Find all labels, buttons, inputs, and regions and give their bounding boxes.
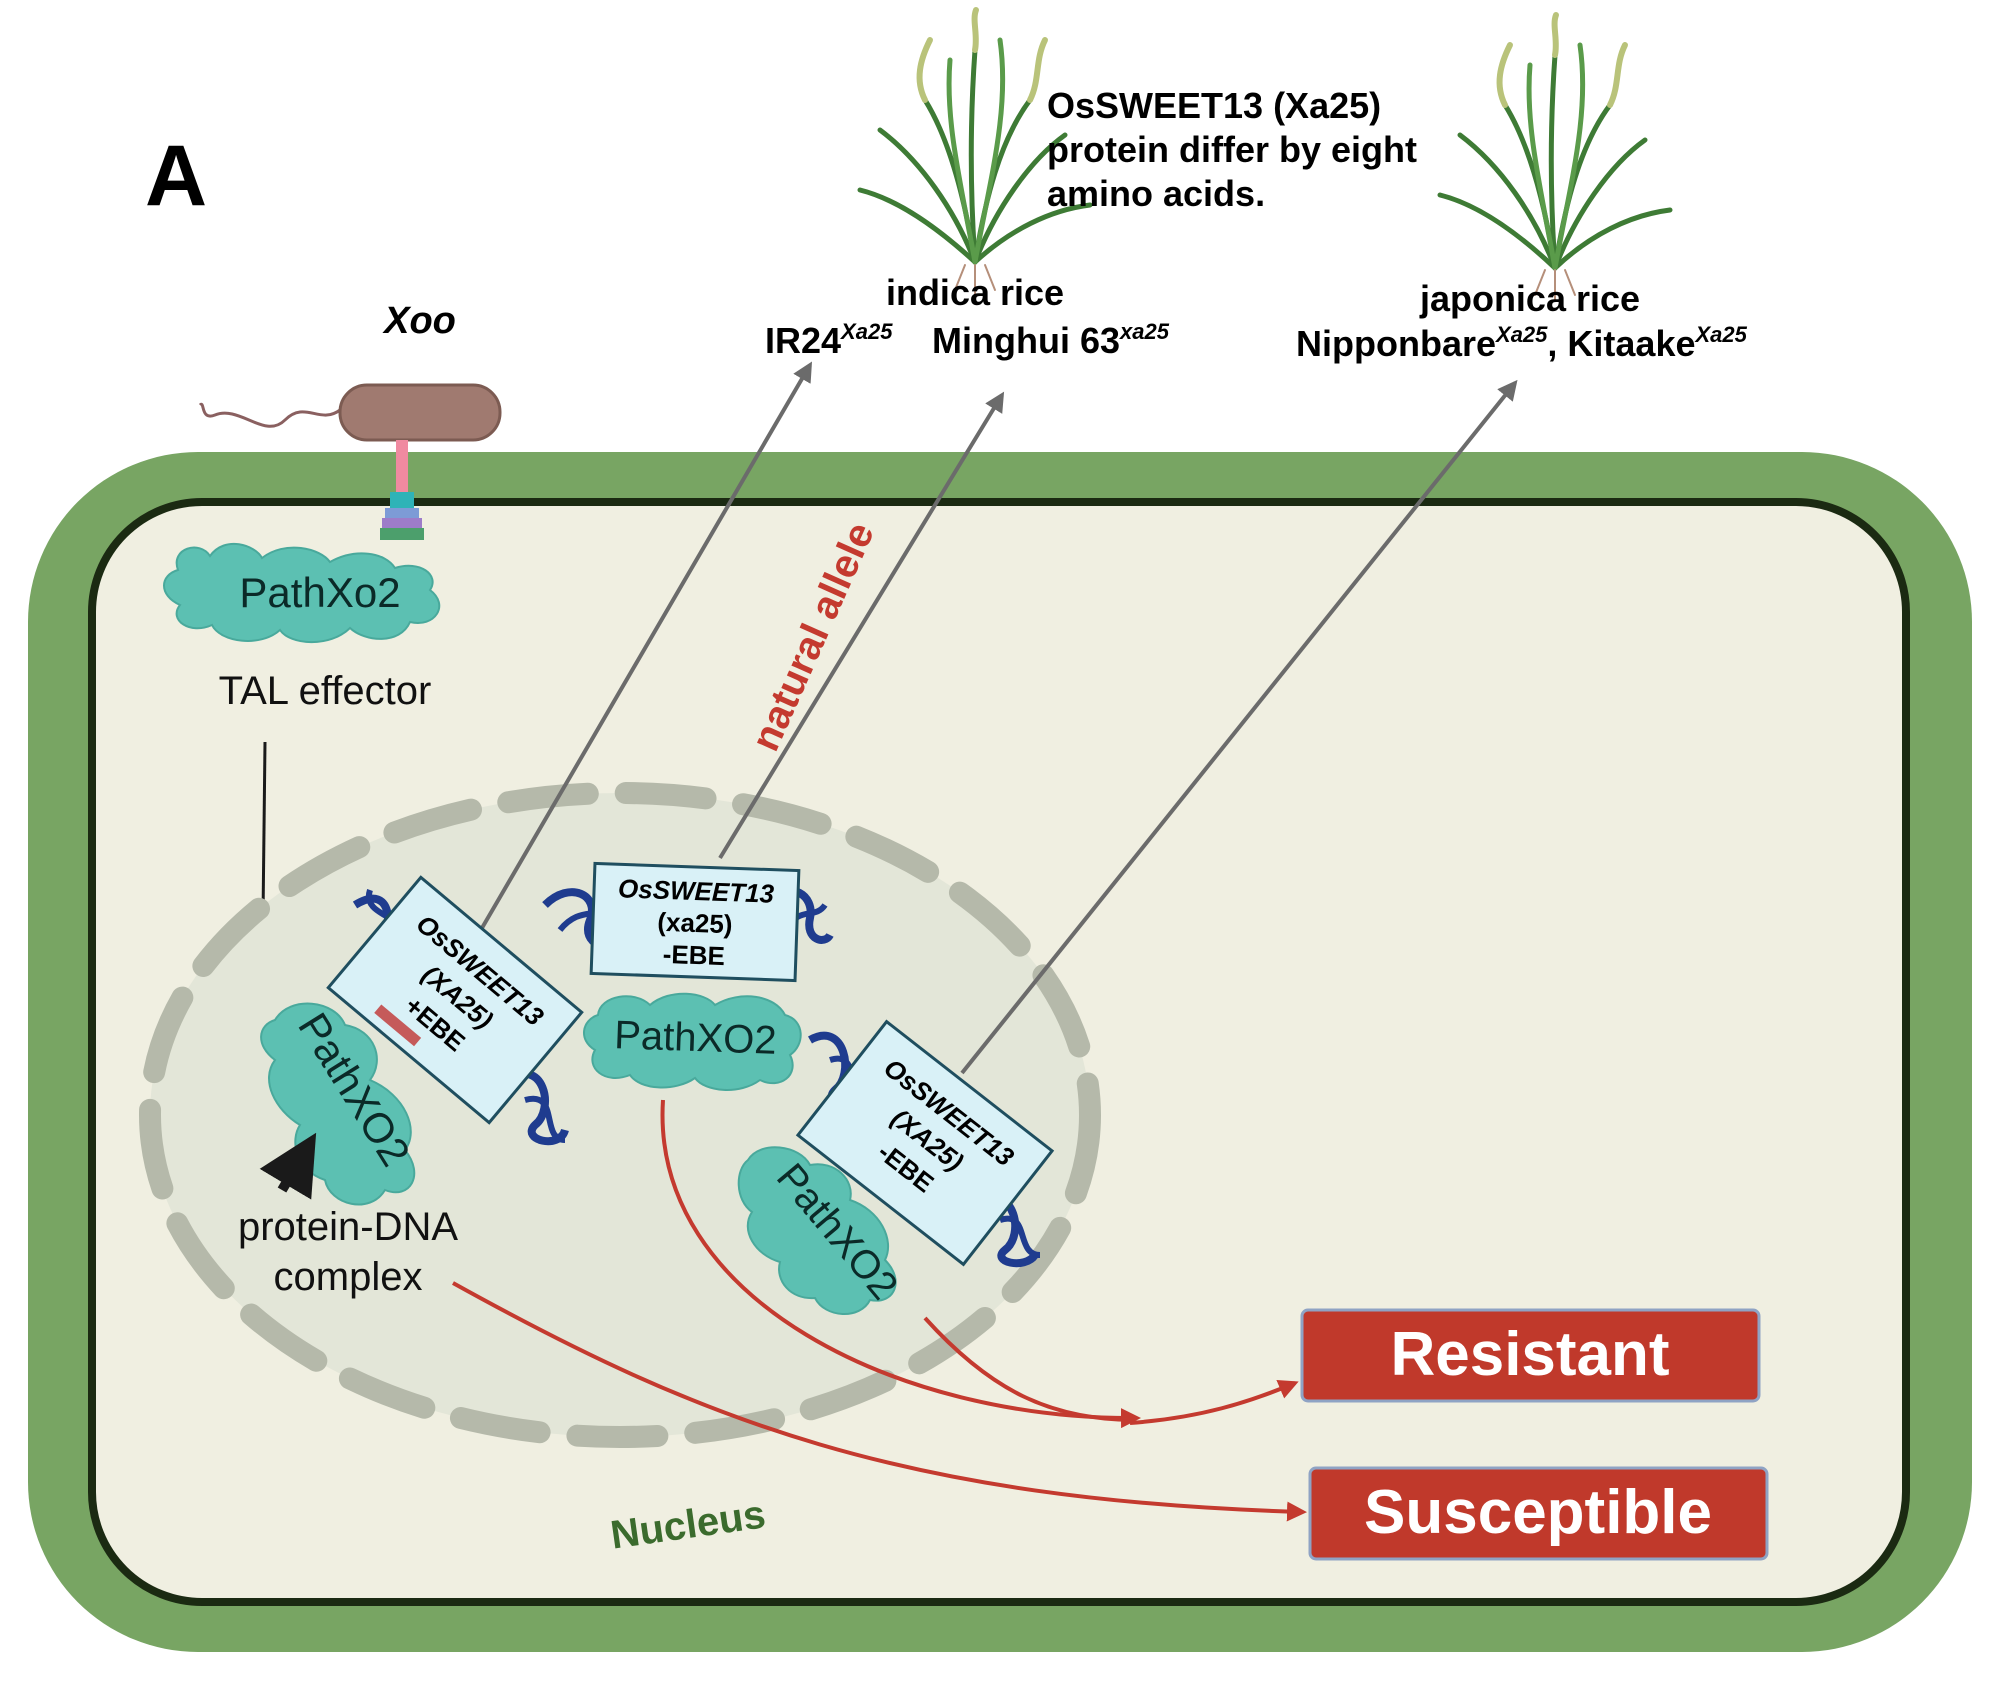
ir24-name: IR24	[765, 320, 841, 361]
secretion-system-ring-4	[380, 528, 424, 540]
rice-note-line1: OsSWEET13 (Xa25)	[1047, 85, 1381, 126]
secretion-system-ring-3	[382, 518, 422, 528]
pathxo2-cytoplasm-protein	[163, 542, 441, 644]
arrow-complex-to-susceptible	[452, 1281, 1307, 1522]
susceptible-box	[1308, 1466, 1769, 1561]
nipponbare-allele: Xa25	[1494, 322, 1548, 347]
complex-pointer-arrow	[259, 1132, 317, 1200]
rice-note-line2: protein differ by eight	[1047, 129, 1417, 170]
japonica-separator: ,	[1547, 323, 1567, 364]
ir24-allele: Xa25	[839, 319, 893, 344]
bacterium-flagellum	[198, 402, 341, 428]
kitaake-name: Kitaake	[1567, 323, 1695, 364]
minghui63-allele: xa25	[1119, 319, 1170, 344]
gene1-box	[326, 875, 584, 1125]
indica-variety-minghui63: Minghui 63xa25	[932, 319, 1170, 361]
indica-variety-ir24: IR24Xa25	[765, 319, 893, 361]
arrow-merge-to-resistant	[1129, 1380, 1299, 1425]
japonica-rice-title: japonica rice	[1419, 278, 1640, 319]
gene2-pathxo2-protein	[583, 992, 802, 1091]
xoo-label: Xoo	[382, 300, 456, 342]
gene3-box	[795, 1019, 1055, 1267]
gene1-dna-complex: OsSWEET13 (XA25) +EBE	[326, 875, 584, 1146]
arrow-to-japonica	[960, 379, 1518, 1075]
complex-label-line2: complex	[274, 1255, 423, 1299]
gene1-ebe-site-mark	[374, 1004, 422, 1047]
arrow-to-minghui63	[718, 391, 1005, 860]
gene2-name: OsSWEET13	[618, 873, 776, 908]
japonica-varieties: NipponbareXa25, KitaakeXa25	[1296, 322, 1748, 364]
complex-label-line1: protein-DNA	[238, 1205, 458, 1249]
resistant-box	[1300, 1308, 1761, 1403]
gene2-allele: (xa25)	[657, 907, 733, 940]
arrow-gene2-to-resistant	[660, 1099, 1141, 1429]
secretion-system-ring-2	[385, 508, 419, 518]
secretion-system-ring-1	[390, 492, 414, 508]
arrow-gene3-to-resistant	[923, 1316, 1136, 1422]
pathxo2-cytoplasm-label: PathXo2	[239, 569, 400, 616]
gene2-box	[589, 861, 801, 983]
nipponbare-name: Nipponbare	[1296, 323, 1496, 364]
arrow-to-ir24	[473, 361, 813, 942]
gene2-dna-complex: OsSWEET13 (xa25) -EBE	[542, 861, 834, 983]
resistant-label: Resistant	[1390, 1320, 1669, 1389]
nucleus-envelope	[139, 782, 1101, 1448]
gene2-ebe: -EBE	[662, 939, 725, 971]
gene2-pathxo2-label: PathXO2	[614, 1013, 778, 1063]
gene1-dna-strand-d	[524, 1095, 566, 1143]
japonica-rice-plant-icon	[1437, 12, 1673, 301]
gene3-dna-strand-d	[999, 1215, 1041, 1258]
minghui63-name: Minghui 63	[932, 320, 1120, 361]
secretion-system-stalk	[396, 440, 408, 492]
susceptible-label: Susceptible	[1364, 1478, 1712, 1547]
rice-note-line3: amino acids.	[1047, 173, 1265, 214]
gene1-dna-strand-c	[502, 1069, 569, 1146]
panel-label: A	[145, 128, 207, 224]
kitaake-allele: Xa25	[1694, 322, 1748, 347]
xoo-bacterium	[198, 383, 502, 540]
gene3-pathxo2-protein	[737, 1146, 897, 1315]
indica-rice-title: indica rice	[886, 272, 1064, 313]
bacterium-body	[338, 383, 502, 442]
indica-rice-plant-icon	[857, 7, 1093, 296]
gene3-dna-complex: OsSWEET13 (XA25) -EBE	[795, 1019, 1055, 1268]
tal-effector-label: TAL effector	[219, 669, 432, 713]
